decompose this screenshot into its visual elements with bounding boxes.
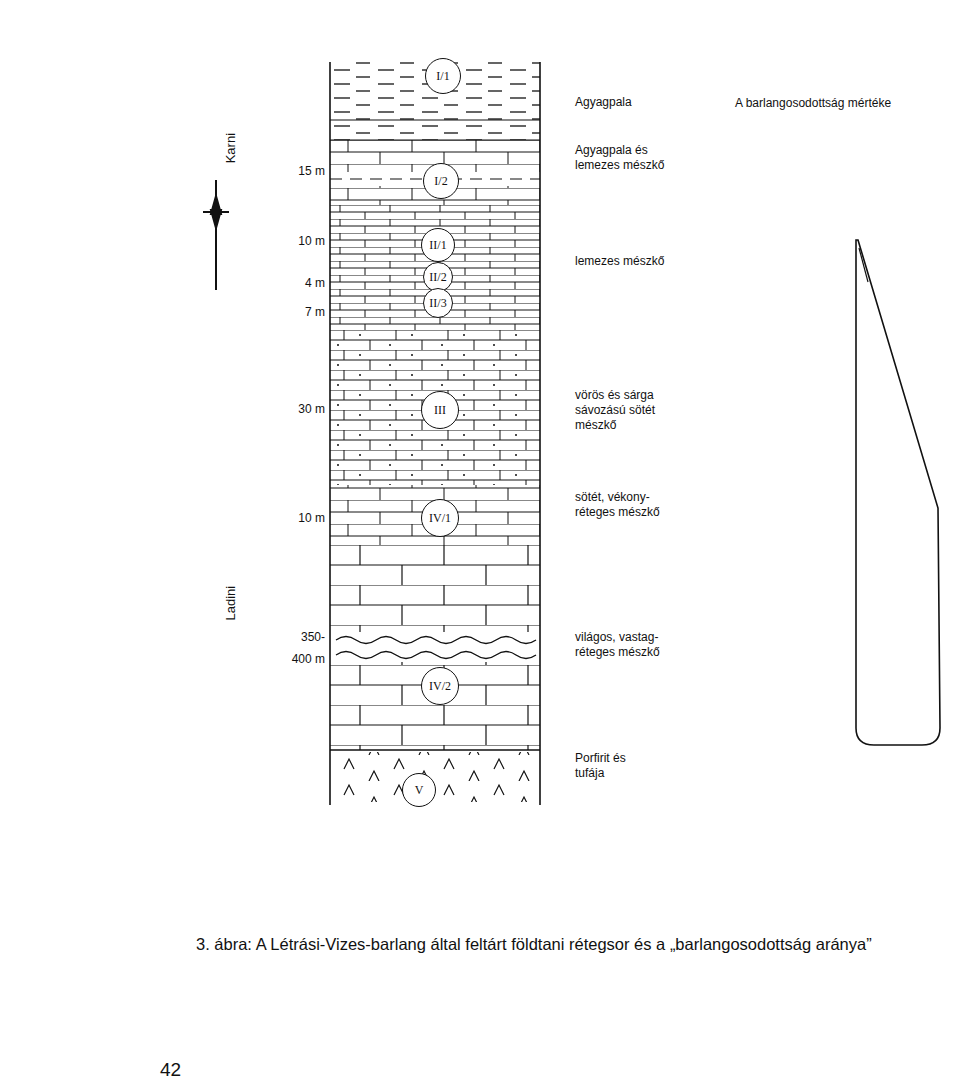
rock-name: világos, vastag- réteges mészkő <box>575 630 670 660</box>
rock-name: Agyagpala <box>575 95 695 110</box>
figure-caption: 3. ábra: A Létrási-Vizes-barlang által f… <box>196 934 946 955</box>
stage-name: Karni <box>223 123 239 173</box>
unit-number: II/2 <box>429 270 446 285</box>
page-number: 42 <box>160 1058 200 1082</box>
thickness: 10 m <box>270 234 325 249</box>
thickness: 10 m <box>270 511 325 526</box>
thickness: 7 m <box>270 305 325 320</box>
thickness: 400 m <box>260 652 325 667</box>
unit-circle: III <box>421 391 459 429</box>
rock-name: Porfirit és tufája <box>575 751 655 781</box>
unit-number: II/1 <box>429 238 446 253</box>
thickness: 350- <box>270 630 325 645</box>
unit-circle: IV/2 <box>421 667 459 705</box>
unit-number: IV/2 <box>429 679 451 694</box>
rock-name: lemezes mészkő <box>575 254 695 269</box>
unit-circle: V <box>402 773 436 807</box>
chart-heading: A barlangosodottság mértéke <box>735 96 960 111</box>
thickness: 4 m <box>270 276 325 291</box>
rock-name: Agyagpala és lemezes mészkő <box>575 143 685 173</box>
stage-name: Ladini <box>223 578 239 628</box>
rock-name: vörös és sárga sávozású sötét mészkő <box>575 388 670 433</box>
unit-circle: I/1 <box>425 58 461 94</box>
unit-circle: I/2 <box>423 163 459 199</box>
unit-circle: II/1 <box>421 228 455 262</box>
thickness: 15 m <box>270 164 325 179</box>
thickness: 30 m <box>270 402 325 417</box>
unit-number: III <box>434 403 446 418</box>
unit-number: IV/1 <box>429 511 451 526</box>
unit-number: I/1 <box>436 69 449 84</box>
rock-name: sötét, vékony- réteges mészkő <box>575 490 670 520</box>
unit-circle: IV/1 <box>421 499 459 537</box>
unit-number: I/2 <box>434 174 447 189</box>
unit-number: V <box>415 783 424 798</box>
unit-circle: II/3 <box>423 288 453 318</box>
unit-number: II/3 <box>429 296 446 311</box>
